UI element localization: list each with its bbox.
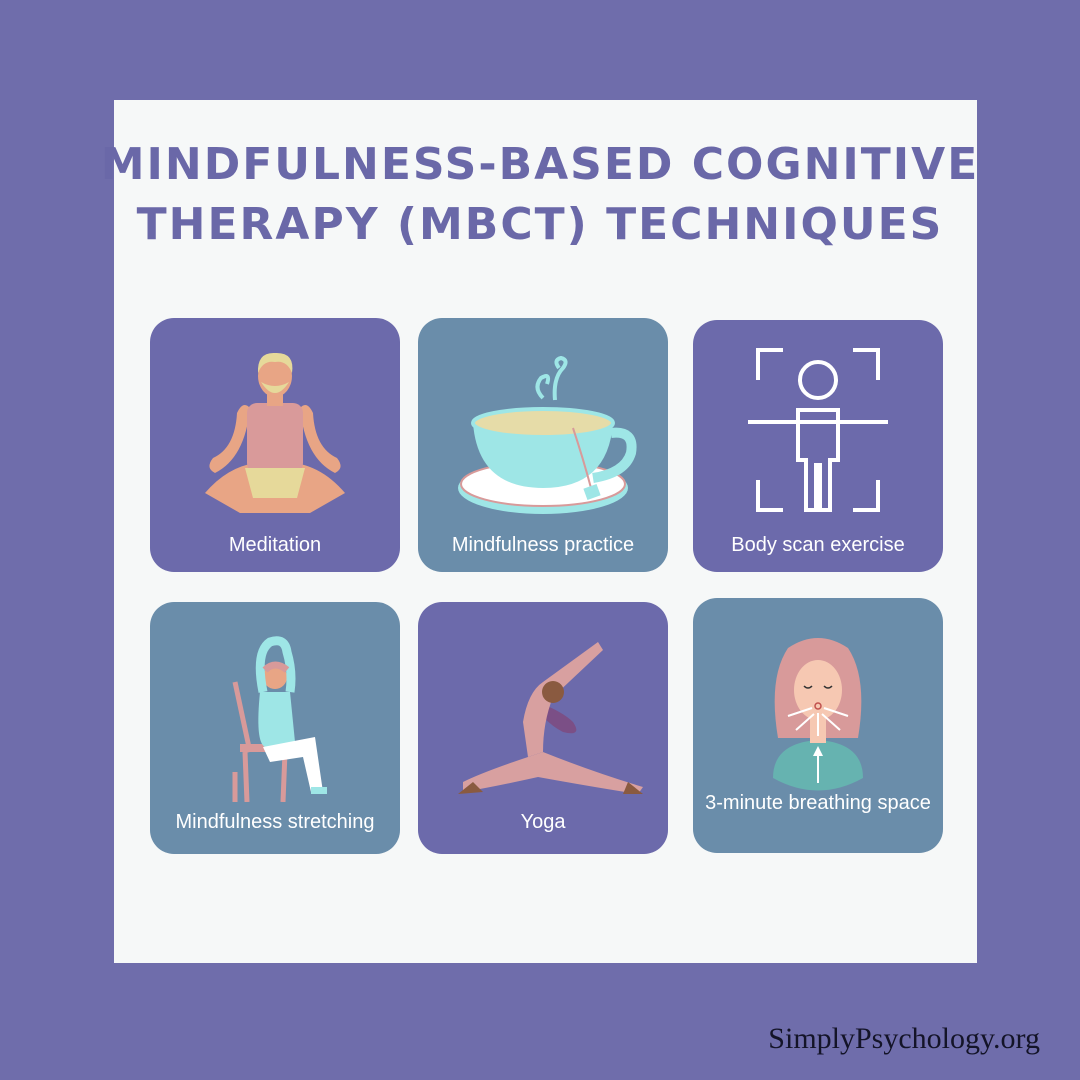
breathing-woman-icon: [773, 638, 863, 791]
meditating-man-icon: [205, 352, 345, 513]
card-yoga: Yoga: [418, 602, 668, 854]
card-3-minute-breathing-space: 3-minute breathing space: [693, 598, 943, 853]
card-label: Mindfulness stretching: [175, 811, 375, 833]
card-label: Yoga: [520, 811, 566, 833]
page-title: Mindfulness-Based Cognitive Therapy (MBC…: [100, 139, 980, 250]
tea-cup-icon: [458, 355, 637, 514]
card-body-scan-exercise: Body scan exercise: [693, 320, 943, 572]
card-label: Body scan exercise: [731, 534, 905, 556]
card-label: Mindfulness practice: [451, 534, 635, 556]
site-watermark: SimplyPsychology.org: [768, 1022, 1040, 1055]
card-meditation: Meditation: [150, 318, 400, 572]
card-label: 3-minute breathing space: [705, 792, 931, 814]
card-mindfulness-practice: Mindfulness practice: [418, 318, 668, 572]
body-scan-icon: [748, 348, 888, 512]
yoga-pose-icon: [458, 642, 643, 794]
card-mindfulness-stretching: Mindfulness stretching: [150, 602, 400, 854]
card-label: Meditation: [228, 534, 322, 556]
chair-stretching-icon: [232, 636, 327, 802]
